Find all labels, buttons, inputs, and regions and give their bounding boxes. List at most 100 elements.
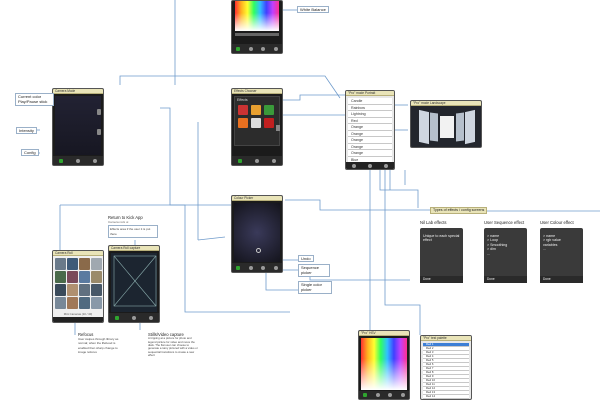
camera-icon[interactable] [238,158,243,163]
photo-thumbnail[interactable] [91,297,102,309]
shutter-icon[interactable] [75,158,80,163]
undo-icon[interactable] [248,265,253,270]
color-cursor[interactable] [256,248,261,253]
pro-list-item[interactable]: Rainbow [348,104,392,111]
photo-thumbnail[interactable] [91,258,102,270]
play-pause-stick[interactable] [97,109,101,115]
dot-icon[interactable] [388,393,393,397]
dot-icon[interactable] [400,393,405,397]
slider-track[interactable] [235,33,279,36]
return-title: Return to Kick App [108,215,143,220]
pro-list-item[interactable]: Candle [348,98,392,105]
palette-list-item[interactable]: Red 1 [423,343,469,347]
palette-list-item[interactable]: Red 5 [423,359,469,363]
palette-list-item[interactable]: Red 8 [423,371,469,375]
palette-list-item[interactable]: Red 3 [423,351,469,355]
effects-tab[interactable]: Effects [237,98,248,102]
effect-green[interactable] [264,105,274,115]
photo-thumbnail[interactable] [67,258,78,270]
photo-thumbnail[interactable] [67,271,78,283]
palette-list-item[interactable]: Red 13 [423,391,469,395]
intensity-handle[interactable] [276,125,280,131]
done-button[interactable]: Done [543,277,551,281]
gear-icon[interactable] [148,315,153,320]
dot-icon[interactable] [384,163,388,168]
color-wheel-area[interactable] [234,203,280,262]
palette-list-item[interactable]: Red 2 [423,347,469,351]
effect-white[interactable] [251,118,261,128]
single-color-picker-label: Single color picker [298,281,332,295]
card-title: User Sequence effect [484,220,525,225]
dot-icon[interactable] [273,46,278,51]
hsv-spectrum[interactable] [361,338,407,390]
phone-title: "Pro" HSV [359,331,409,336]
palette-list-item[interactable]: Red 6 [423,363,469,367]
pro-list-item[interactable]: Red [348,117,392,124]
phone-toolbar [346,162,394,169]
camera-roll-caption: Mini Cameras (10 / 40) [63,312,93,316]
card-body: Unique to each special effect [423,234,460,243]
photo-thumbnail[interactable] [79,284,90,296]
palette-list-item[interactable]: Red 4 [423,355,469,359]
dot-icon[interactable] [368,163,372,168]
pro-list-item[interactable]: Lightning [348,111,392,118]
card-footer: Done [540,276,583,283]
capture-preview[interactable] [111,253,157,312]
photo-thumbnail[interactable] [55,297,66,309]
photo-thumbnail[interactable] [79,258,90,270]
pro-list-item[interactable]: Orange [348,143,392,150]
panel-right [465,109,475,145]
effect-red[interactable] [238,105,248,115]
palette-list-item[interactable]: Red 12 [423,387,469,391]
palette-list-item[interactable]: Red 10 [423,379,469,383]
intensity-handle[interactable] [97,129,101,135]
phone-toolbar [53,156,103,165]
photo-thumbnail[interactable] [67,297,78,309]
pro-list-item[interactable]: Orange [348,130,392,137]
camera-icon[interactable] [59,158,64,163]
photo-thumbnail[interactable] [55,271,66,283]
palette-list-item[interactable]: Red 7 [423,367,469,371]
stills-detail: A tripping at a picture for photo and le… [148,336,198,358]
photo-thumbnail[interactable] [79,297,90,309]
camera-icon[interactable] [363,393,368,397]
dot-icon[interactable] [375,393,380,397]
camera-icon[interactable] [236,265,241,270]
effect-crimson[interactable] [264,118,274,128]
shutter-icon[interactable] [254,158,259,163]
pro-list-item[interactable]: Orange [348,137,392,144]
phone-title: Camera Roll capture [109,246,159,251]
phone-toolbar [232,263,282,272]
photo-thumbnail[interactable] [55,258,66,270]
thumbnail-grid[interactable] [55,258,102,312]
gear-icon[interactable] [271,158,276,163]
photo-thumbnail[interactable] [91,271,102,283]
palette-list-item[interactable]: Red 9 [423,375,469,379]
dot-icon[interactable] [352,163,356,168]
pro-list-item[interactable]: Orange [348,150,392,157]
dot-icon[interactable] [248,46,253,51]
photo-thumbnail[interactable] [67,284,78,296]
done-button[interactable]: Done [423,277,431,281]
palette-list-item[interactable]: Red 14 [423,395,469,399]
color-icon[interactable] [273,265,278,270]
gear-icon[interactable] [92,158,97,163]
palette-list-item[interactable]: Red 11 [423,383,469,387]
photo-thumbnail[interactable] [55,284,66,296]
photo-thumbnail[interactable] [79,271,90,283]
pro-list-item[interactable]: Orange [348,124,392,131]
return-to-kick-note: Return to Kick App Camera rock ui Effect… [108,215,158,238]
effect-amber[interactable] [238,118,248,128]
photo-thumbnail[interactable] [91,284,102,296]
done-button[interactable]: Done [487,277,495,281]
sequence-icon[interactable] [261,265,266,270]
camera-icon[interactable] [115,315,120,320]
camera-icon[interactable] [236,46,241,51]
phone-title: Camera Roll [53,251,103,256]
shutter-icon[interactable] [131,315,136,320]
dot-icon[interactable] [261,46,266,51]
effect-orange[interactable] [251,105,261,115]
